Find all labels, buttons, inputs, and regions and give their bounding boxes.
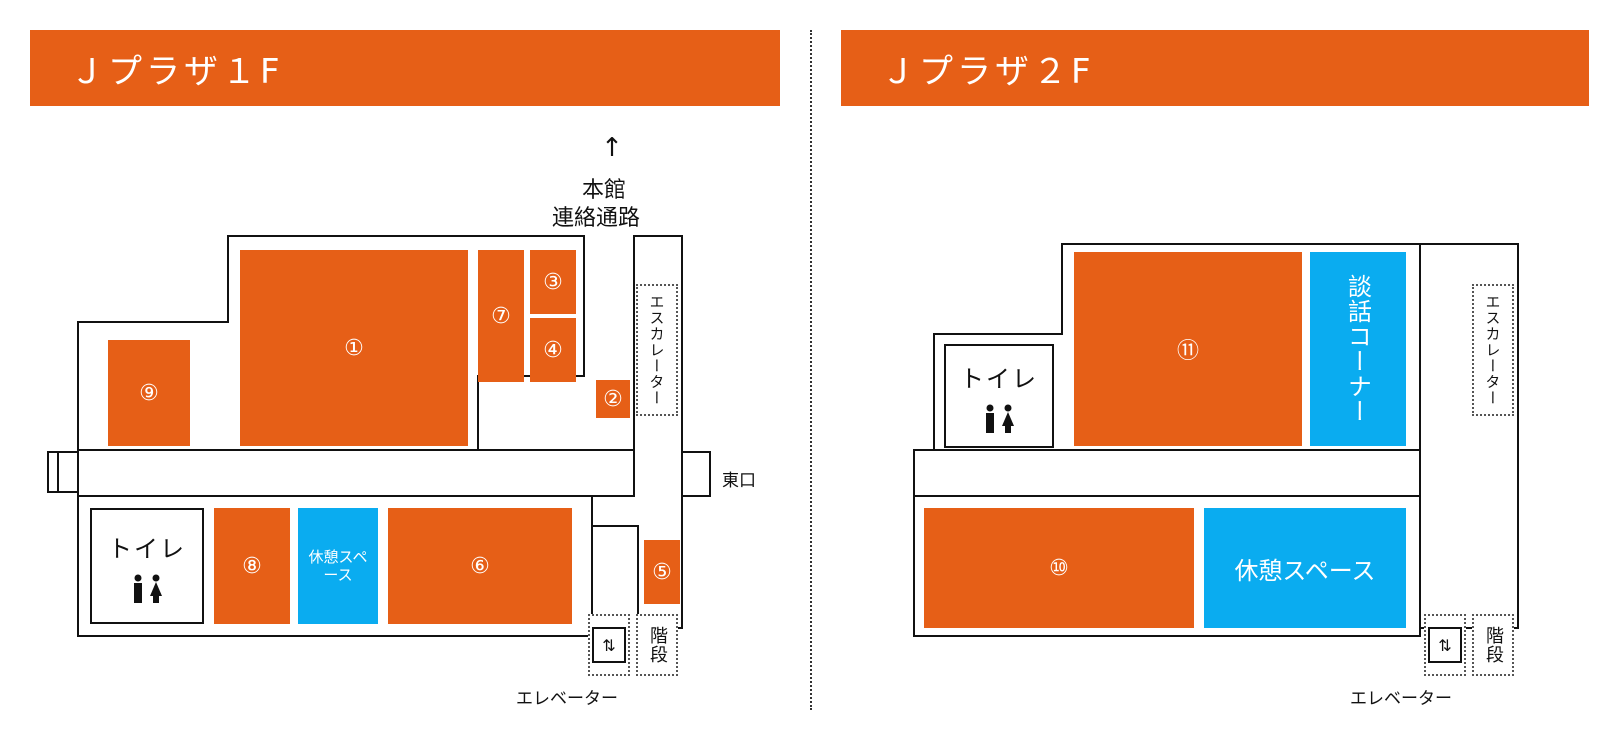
floor1-title: Ｊプラザ１F [70,51,284,92]
room-8-label: ⑧ [242,553,262,579]
restroom-icon [134,574,162,603]
floor2-elevator: ⇅ [1424,614,1466,676]
floor2-title: Ｊプラザ２F [881,51,1095,92]
room-2[interactable]: ② [596,380,630,418]
elevator-icon: ⇅ [592,627,626,663]
talk-corner-label: 談話コーナー [1343,274,1372,424]
room-11[interactable]: ⑪ [1074,252,1302,446]
room-1[interactable]: ① [240,250,468,446]
floor2-toilet: トイレ [944,344,1054,448]
floor1-toilet: トイレ [90,508,204,624]
north-arrow-icon: ↑ [601,133,623,163]
floor2-rest-space-label: 休憩スペース [1234,556,1376,585]
floor2-stairs-label: 階段 [1483,626,1504,664]
floor1-rest-space[interactable]: 休憩スペース [298,508,378,624]
floor2-escalator: エスカレーター [1472,284,1514,416]
floor2-rest-space[interactable]: 休憩スペース [1204,508,1406,628]
room-3[interactable]: ③ [530,250,576,314]
room-7-label: ⑦ [491,303,511,329]
floor1-elevator-label: エレベーター [516,689,618,709]
restroom-icon [986,404,1014,433]
room-10[interactable]: ⑩ [924,508,1194,628]
room-6[interactable]: ⑥ [388,508,572,624]
elevator-icon: ⇅ [1428,627,1462,663]
room-3-label: ③ [543,269,563,295]
room-8[interactable]: ⑧ [214,508,290,624]
floor1-header: Ｊプラザ１F [30,30,780,106]
floor1-toilet-label: トイレ [108,534,186,563]
room-9-label: ⑨ [139,380,159,406]
room-1-label: ① [344,335,364,361]
room-5[interactable]: ⑤ [644,540,680,604]
floor2-toilet-label: トイレ [960,364,1038,393]
east-exit-label: 東口 [722,471,756,491]
room-4-label: ④ [543,337,563,363]
floor1-escalator-label: エスカレーター [647,294,666,406]
floor2-header: Ｊプラザ２F [841,30,1589,106]
room-11-label: ⑪ [1176,339,1199,364]
floor1-escalator: エスカレーター [636,284,678,416]
room-9[interactable]: ⑨ [108,340,190,446]
room-2-label: ② [603,386,623,412]
room-6-label: ⑥ [470,553,490,579]
floor-divider [810,30,812,710]
room-7[interactable]: ⑦ [478,250,524,382]
connecting-passage-label: 連絡通路 [552,206,641,231]
floor2-elevator-label: エレベーター [1350,689,1452,709]
floor1-elevator: ⇅ [588,614,630,676]
room-5-label: ⑤ [652,559,672,585]
room-4[interactable]: ④ [530,318,576,382]
main-building-label: 本館 [582,178,627,203]
floor1-stairs: 階段 [636,614,678,676]
floor2-escalator-label: エスカレーター [1483,294,1502,406]
floor2-stairs: 階段 [1472,614,1514,676]
floor1-stairs-label: 階段 [647,626,668,664]
talk-corner[interactable]: 談話コーナー [1310,252,1406,446]
floor1-rest-space-label: 休憩スペース [308,548,368,584]
room-10-label: ⑩ [1049,555,1069,581]
